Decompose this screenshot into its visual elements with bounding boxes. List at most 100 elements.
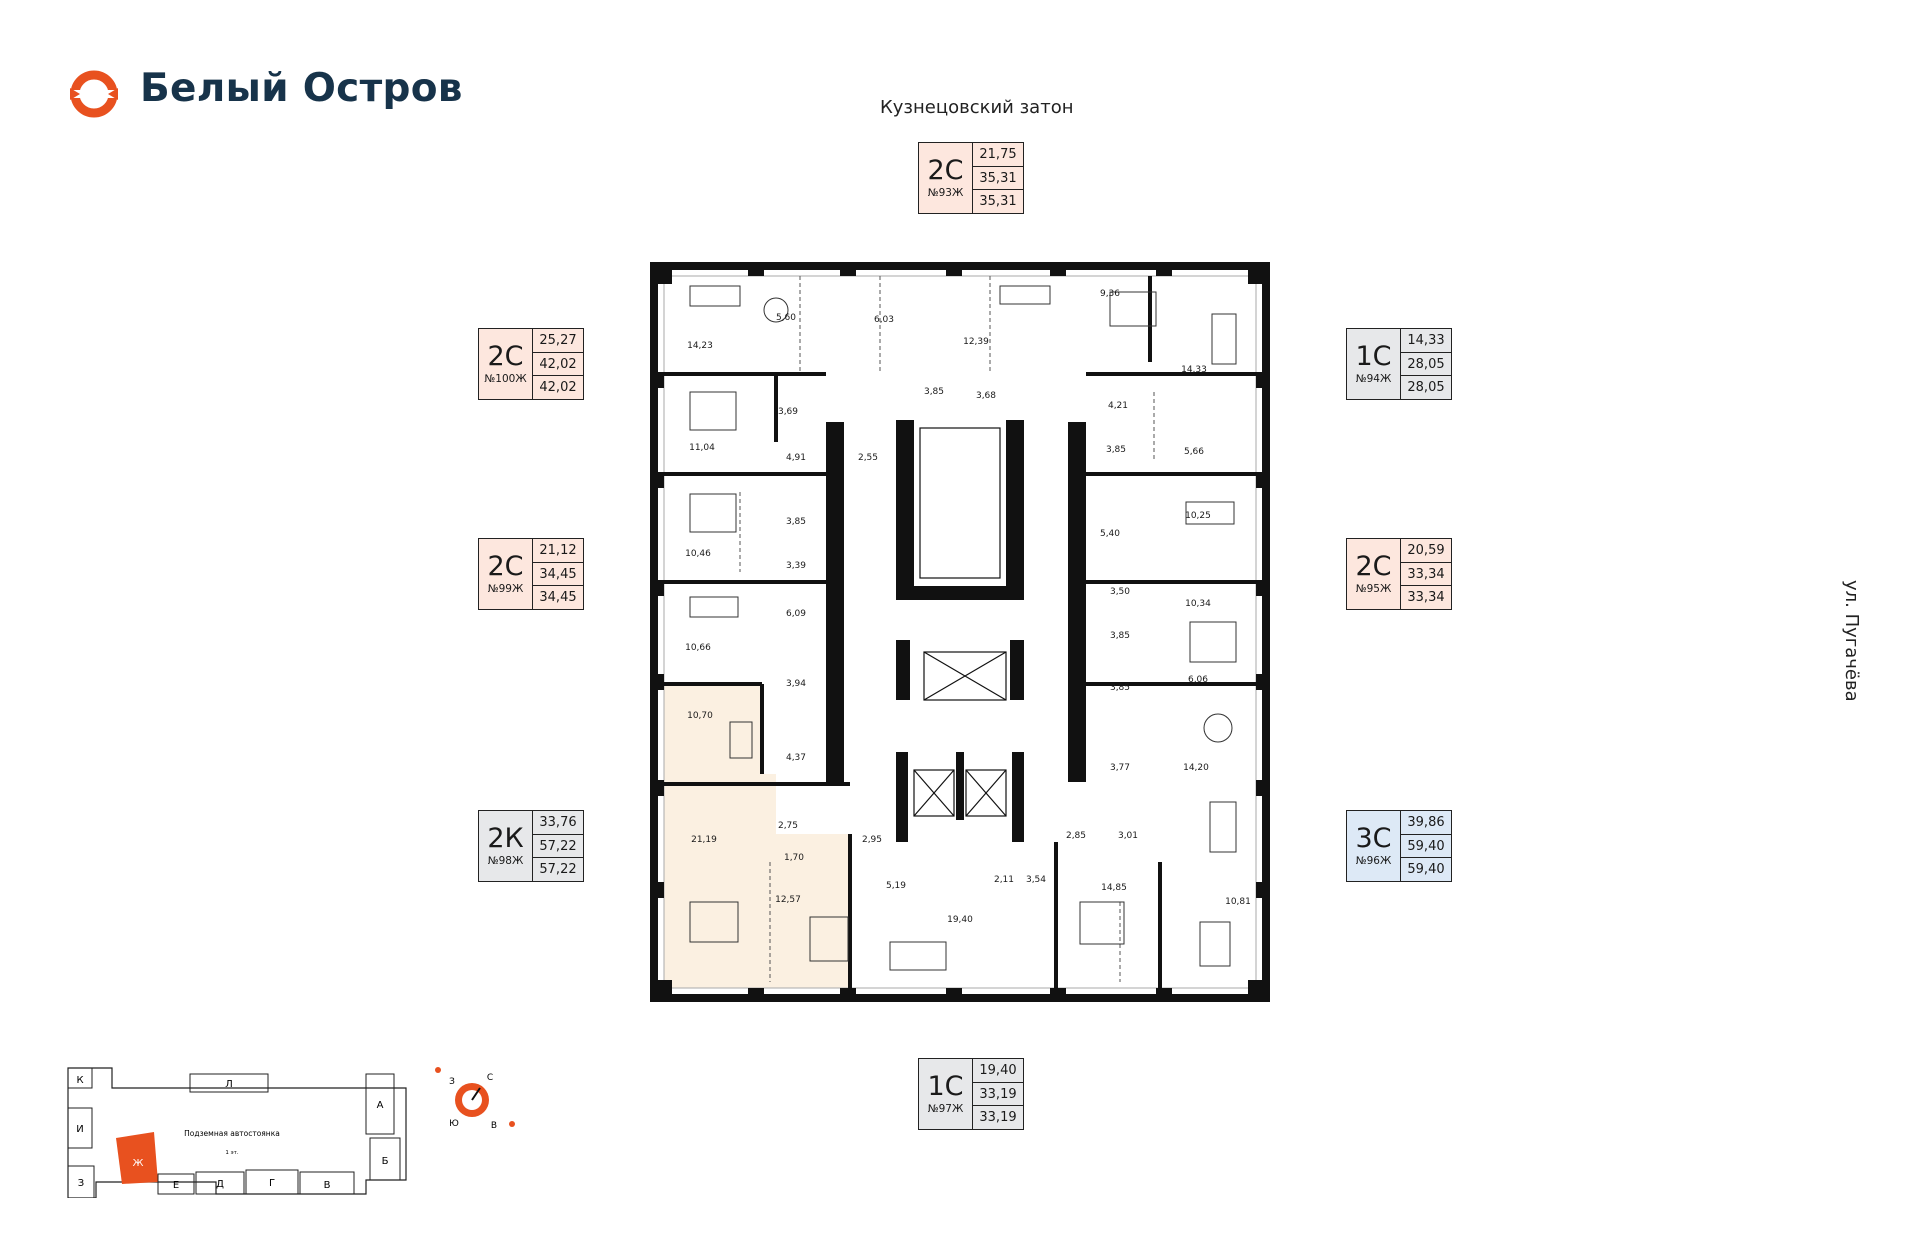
room-area-label: 3,69 (778, 407, 798, 417)
street-label-top: Кузнецовский затон (880, 97, 1074, 118)
total-area: 42,02 (533, 353, 583, 377)
room-area-label: 6,06 (1188, 675, 1208, 685)
room-area-label: 9,36 (1100, 289, 1120, 299)
living-area: 25,27 (533, 329, 583, 353)
section-label: Ж (133, 1158, 144, 1169)
section-label: Г (269, 1178, 275, 1189)
selected-apartment-98 (664, 684, 850, 988)
site-plan: К Л А И Б З Ж Е Д Г В Подземная автостоя… (67, 1067, 407, 1198)
room-area-label: 10,34 (1185, 599, 1211, 609)
room-area-label: 3,85 (1110, 683, 1130, 693)
total-area-with-balcony: 35,31 (979, 194, 1017, 210)
apartment-number: №96Ж (1355, 855, 1392, 867)
total-area-with-balcony: 59,40 (1407, 862, 1445, 878)
room-area-label: 5,66 (1184, 447, 1204, 457)
room-area-label: 2,55 (858, 453, 878, 463)
apartment-type: 2К (487, 823, 524, 854)
room-area-label: 3,39 (786, 561, 806, 571)
total-area-with-balcony: 33,19 (979, 1110, 1017, 1126)
apartment-type: 1С (1355, 341, 1392, 372)
room-area-label: 10,66 (685, 643, 711, 653)
apartment-type: 3С (1355, 823, 1392, 854)
apartment-number: №99Ж (487, 583, 524, 595)
section-label: В (324, 1180, 331, 1191)
apartment-number: №95Ж (1355, 583, 1392, 595)
room-area-label: 6,09 (786, 609, 806, 619)
room-area-label: 5,40 (1100, 529, 1120, 539)
room-area-label: 14,20 (1183, 763, 1209, 773)
apartment-type: 2С (1355, 551, 1392, 582)
room-area-label: 6,03 (874, 315, 894, 325)
room-area-label: 3,85 (1110, 631, 1130, 641)
room-area-label: 4,21 (1108, 401, 1128, 411)
room-area-label: 3,85 (786, 517, 806, 527)
room-area-label: 21,19 (691, 835, 717, 845)
room-area-label: 2,75 (778, 821, 798, 831)
room-area-label: 19,40 (947, 915, 973, 925)
compass-w: З (449, 1077, 455, 1087)
total-area-with-balcony: 33,34 (1407, 590, 1445, 606)
brand-logo-icon (66, 70, 122, 118)
room-area-label: 14,85 (1101, 883, 1127, 893)
living-area: 20,59 (1401, 539, 1451, 563)
section-zh-highlight (116, 1132, 158, 1184)
apartment-type: 2С (927, 155, 964, 186)
total-area-with-balcony: 28,05 (1407, 380, 1445, 396)
living-area: 33,76 (533, 811, 583, 835)
apartment-type: 1С (927, 1071, 964, 1102)
living-area: 14,33 (1401, 329, 1451, 353)
room-area-label: 5,60 (776, 313, 796, 323)
room-area-label: 3,94 (786, 679, 806, 689)
room-area-label: 3,77 (1110, 763, 1130, 773)
section-label: Б (382, 1156, 389, 1167)
room-area-label: 3,50 (1110, 587, 1130, 597)
room-area-label: 14,33 (1181, 365, 1207, 375)
total-area: 34,45 (533, 563, 583, 587)
room-area-label: 1,70 (784, 853, 804, 863)
total-area-with-balcony: 34,45 (539, 590, 577, 606)
room-area-label: 10,46 (685, 549, 711, 559)
section-label: Л (225, 1079, 233, 1090)
living-area: 19,40 (973, 1059, 1023, 1083)
room-area-label: 10,25 (1185, 511, 1211, 521)
section-label: Д (216, 1179, 224, 1190)
room-area-label: 5,19 (886, 881, 906, 891)
room-area-label: 2,11 (994, 875, 1014, 885)
apartment-number: №93Ж (927, 187, 964, 199)
section-label: А (377, 1100, 384, 1111)
brand-name: Белый Остров (140, 66, 463, 111)
room-area-label: 10,81 (1225, 897, 1251, 907)
room-area-label: 11,04 (689, 443, 715, 453)
room-area-label: 3,68 (976, 391, 996, 401)
section-label: З (78, 1178, 84, 1189)
living-area: 21,75 (973, 143, 1023, 167)
section-label: И (76, 1124, 83, 1135)
total-area: 59,40 (1401, 835, 1451, 859)
room-area-label: 10,70 (687, 711, 713, 721)
section-label: К (76, 1075, 83, 1086)
total-area-with-balcony: 57,22 (539, 862, 577, 878)
room-area-label: 3,54 (1026, 875, 1046, 885)
apartment-number: №98Ж (487, 855, 524, 867)
total-area: 28,05 (1401, 353, 1451, 377)
compass-icon: С З Ю В (435, 1067, 515, 1131)
total-area: 35,31 (973, 167, 1023, 191)
parking-title: Подземная автостоянка (184, 1129, 280, 1138)
compass-e: В (491, 1121, 497, 1131)
room-area-label: 14,23 (687, 341, 713, 351)
room-area-label: 3,01 (1118, 831, 1138, 841)
room-area-label: 4,37 (786, 753, 806, 763)
section-label: Е (173, 1180, 179, 1191)
room-area-label: 12,39 (963, 337, 989, 347)
living-area: 21,12 (533, 539, 583, 563)
apartment-type: 2С (487, 341, 524, 372)
floor-plan: 14,23 5,60 6,03 12,39 9,36 14,33 11,04 3,69 3,85… (650, 262, 1270, 1002)
